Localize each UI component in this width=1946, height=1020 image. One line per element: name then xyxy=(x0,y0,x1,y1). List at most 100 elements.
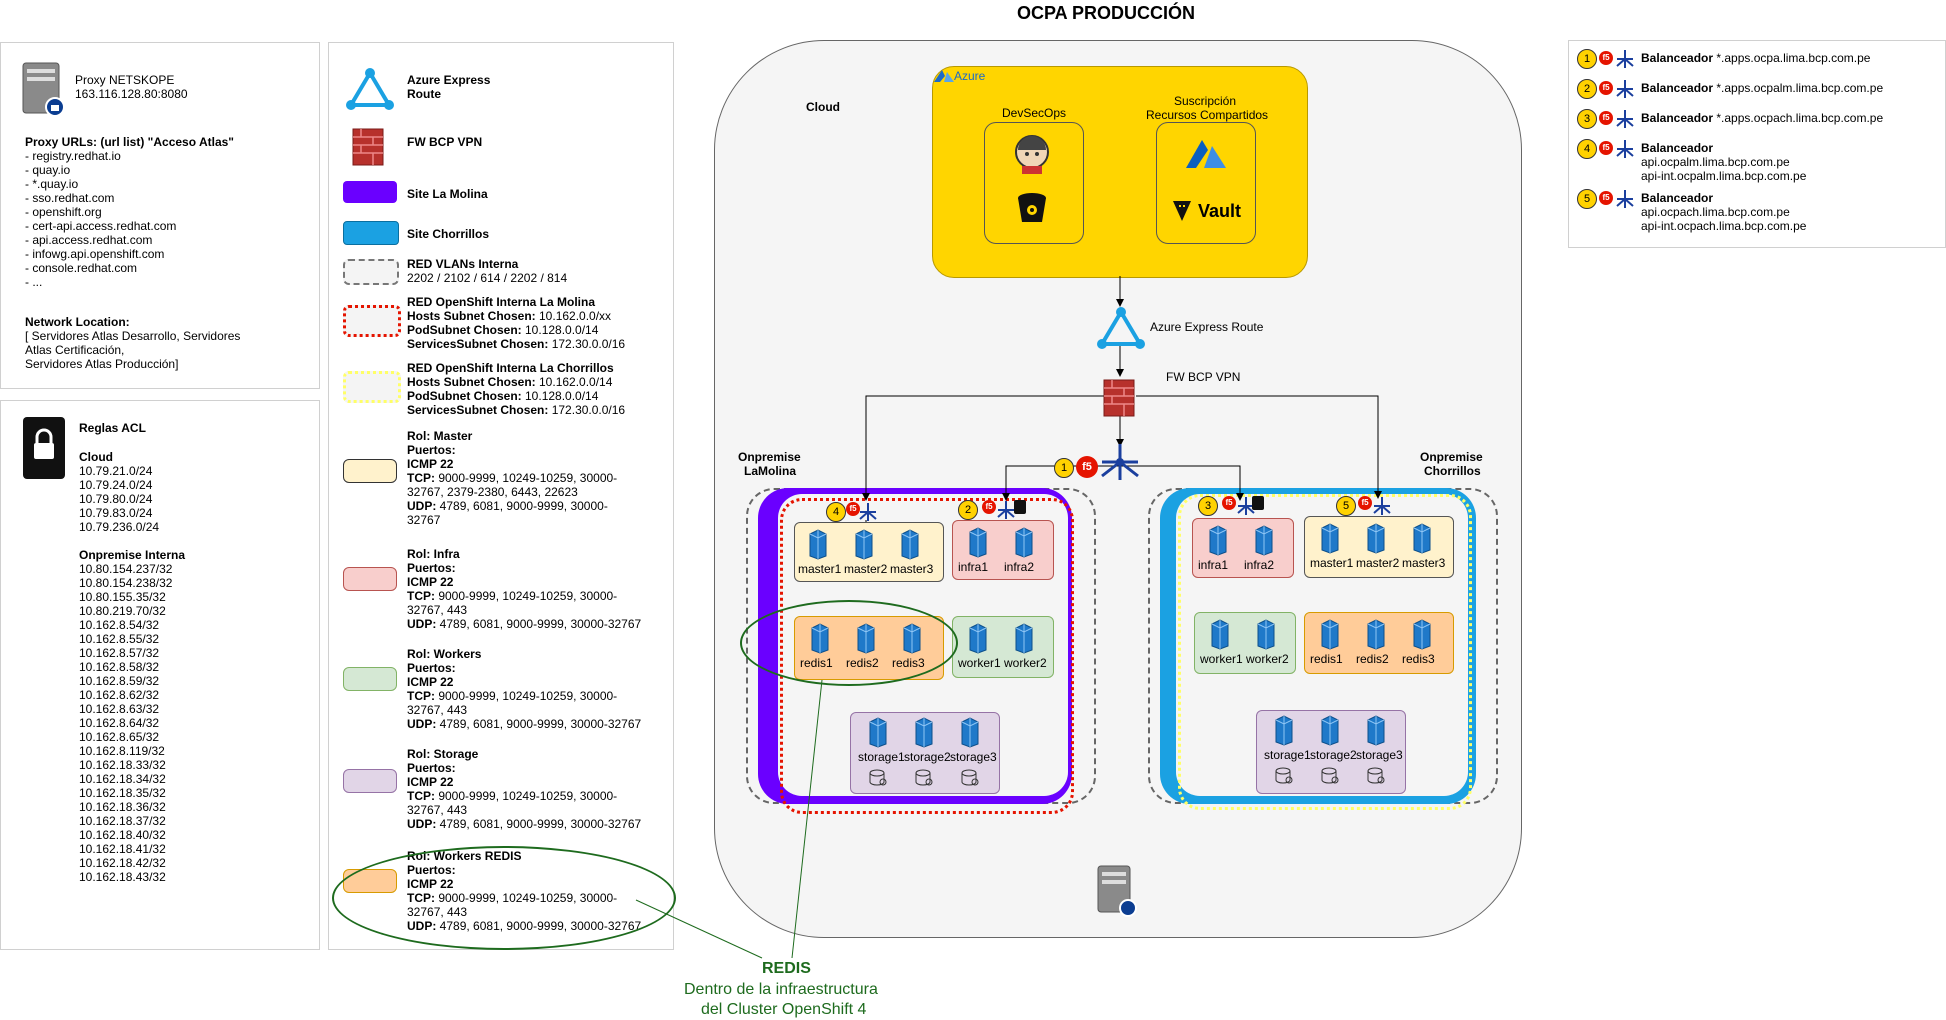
storage-disk-icon xyxy=(1366,766,1386,791)
legend-role-storage: Rol: Storage Puertos: ICMP 22 TCP: 9000-… xyxy=(407,747,641,831)
list-item: 10.162.8.64/32 xyxy=(79,716,160,730)
legend-fw: FW BCP VPN xyxy=(407,135,483,149)
server-icon xyxy=(22,62,65,117)
storage-disk-icon xyxy=(960,768,980,793)
legend-os-chorrillos-hosts: Hosts Subnet Chosen: 10.162.0.0/14 xyxy=(407,375,613,389)
role-icmp: ICMP 22 xyxy=(407,457,454,471)
list-item: 10.162.8.65/32 xyxy=(79,730,160,744)
legend-os-chorrillos-pod: PodSubnet Chosen: 10.128.0.0/14 xyxy=(407,389,599,403)
node-label: infra1 xyxy=(958,560,989,574)
f5-icon: f5 xyxy=(1076,456,1098,478)
node-label: redis2 xyxy=(1356,652,1389,666)
legend-vlans-values: 2202 / 2102 / 614 / 2202 / 814 xyxy=(407,271,568,285)
load-balancer-icon xyxy=(1615,79,1635,104)
redis-note-line: Dentro de la infraestructura xyxy=(684,981,878,998)
server-node-icon xyxy=(808,528,828,565)
badge: 2 xyxy=(1577,79,1597,99)
server-node-icon xyxy=(1210,618,1230,655)
server-node-icon xyxy=(968,526,988,563)
list-item: 10.162.8.55/32 xyxy=(79,632,160,646)
balancer-text: Balanceador *.apps.ocpa.lima.bcp.com.pe xyxy=(1641,51,1871,65)
legend-role-master: Rol: Master Puertos: ICMP 22 TCP: 9000-9… xyxy=(407,429,617,527)
node-label: master1 xyxy=(798,562,842,576)
server-node-icon xyxy=(1412,522,1432,559)
load-balancer-icon xyxy=(1615,139,1635,164)
role-puertos: Puertos: xyxy=(407,761,456,775)
role-icmp: ICMP 22 xyxy=(407,575,454,589)
node-label: master2 xyxy=(1356,556,1400,570)
legend-os-chorrillos-svc: ServicesSubnet Chosen: 172.30.0.0/16 xyxy=(407,403,626,417)
server-node-icon xyxy=(1366,714,1386,751)
node-label: infra1 xyxy=(1198,558,1229,572)
badge-2: 2 xyxy=(958,500,978,520)
list-item: 10.162.8.63/32 xyxy=(79,702,160,716)
azure-label: Azure xyxy=(954,69,986,83)
onprem-molina-label: Onpremise xyxy=(738,450,801,464)
load-balancer-icon xyxy=(1101,444,1139,480)
storage-disk-icon xyxy=(914,768,934,793)
badge: 1 xyxy=(1577,49,1597,69)
onprem-chorrillos-label: Onpremise xyxy=(1420,450,1483,464)
proxy-ip: 163.116.128.80:8080 xyxy=(75,87,188,101)
network-line: Atlas Certificación, xyxy=(25,343,125,357)
proxy-name: Proxy NETSKOPE xyxy=(75,73,175,87)
molina-infra-group xyxy=(952,520,1054,580)
node-label: master1 xyxy=(1310,556,1354,570)
legend-swatch-storage xyxy=(343,769,397,793)
badge-4: 4 xyxy=(826,502,846,522)
list-item: 10.162.18.41/32 xyxy=(79,842,166,856)
azure-logo-icon xyxy=(1186,140,1226,168)
f5-icon: f5 xyxy=(982,500,996,514)
urls-list: - registry.redhat.io - quay.io - *.quay.… xyxy=(25,149,176,289)
legend-swatch-master xyxy=(343,459,397,483)
server-node-icon xyxy=(1014,622,1034,659)
role-udp-cont: 32767 xyxy=(407,513,441,527)
list-item: - console.redhat.com xyxy=(25,261,138,275)
molina-worker-group xyxy=(952,616,1054,678)
f5-icon: f5 xyxy=(1599,51,1613,65)
role-tcp-cont: 32767, 443 xyxy=(407,703,468,717)
f5-icon: f5 xyxy=(1599,81,1613,95)
load-balancer-icon xyxy=(1615,49,1635,74)
list-item: 10.79.80.0/24 xyxy=(79,492,153,506)
server-node-icon xyxy=(1412,618,1432,655)
node-label: storage2 xyxy=(1310,748,1357,762)
node-label: redis3 xyxy=(1402,652,1435,666)
badge: 4 xyxy=(1577,139,1597,159)
node-label: worker2 xyxy=(1246,652,1289,666)
role-puertos: Puertos: xyxy=(407,561,456,575)
server-node-icon xyxy=(1254,524,1274,561)
server-node-icon xyxy=(1256,618,1276,655)
balancer-text: Balanceador *.apps.ocpalm.lima.bcp.com.p… xyxy=(1641,81,1884,95)
node-label: master2 xyxy=(844,562,888,576)
server-node-icon xyxy=(914,716,934,753)
legend-panel: Azure Express Route FW BCP VPN Site La M… xyxy=(328,42,674,950)
chorrillos-worker-group xyxy=(1194,612,1296,674)
list-item: 10.80.154.237/32 xyxy=(79,562,173,576)
f5-icon: f5 xyxy=(1599,141,1613,155)
vault-icon xyxy=(1173,201,1191,221)
server-node-icon xyxy=(900,528,920,565)
list-item: 10.162.18.43/32 xyxy=(79,870,166,884)
server-node-icon xyxy=(1366,618,1386,655)
node-label: storage1 xyxy=(858,750,905,764)
node-label: storage3 xyxy=(1356,748,1403,762)
f5-icon: f5 xyxy=(1222,496,1236,510)
legend-swatch-molina xyxy=(343,181,397,203)
molina-redis-highlight xyxy=(740,600,958,686)
onprem-molina-label-2: LaMolina xyxy=(744,464,797,478)
role-title: Rol: Workers xyxy=(407,647,482,661)
role-title: Rol: Master xyxy=(407,429,473,443)
list-item: - quay.io xyxy=(25,163,71,177)
list-item: - infowg.api.openshift.com xyxy=(25,247,165,261)
list-item: 10.162.18.35/32 xyxy=(79,786,166,800)
role-udp: UDP: 4789, 6081, 9000-9999, 30000-32767 xyxy=(407,817,642,831)
legend-azure-er: Azure Express xyxy=(407,73,491,87)
acl-title: Reglas ACL xyxy=(79,421,146,435)
azure-er-label: Azure Express Route xyxy=(1150,320,1264,334)
azure-icon xyxy=(934,70,954,82)
list-item: 10.162.18.42/32 xyxy=(79,856,166,870)
badge: 5 xyxy=(1577,189,1597,209)
node-label: storage2 xyxy=(904,750,951,764)
